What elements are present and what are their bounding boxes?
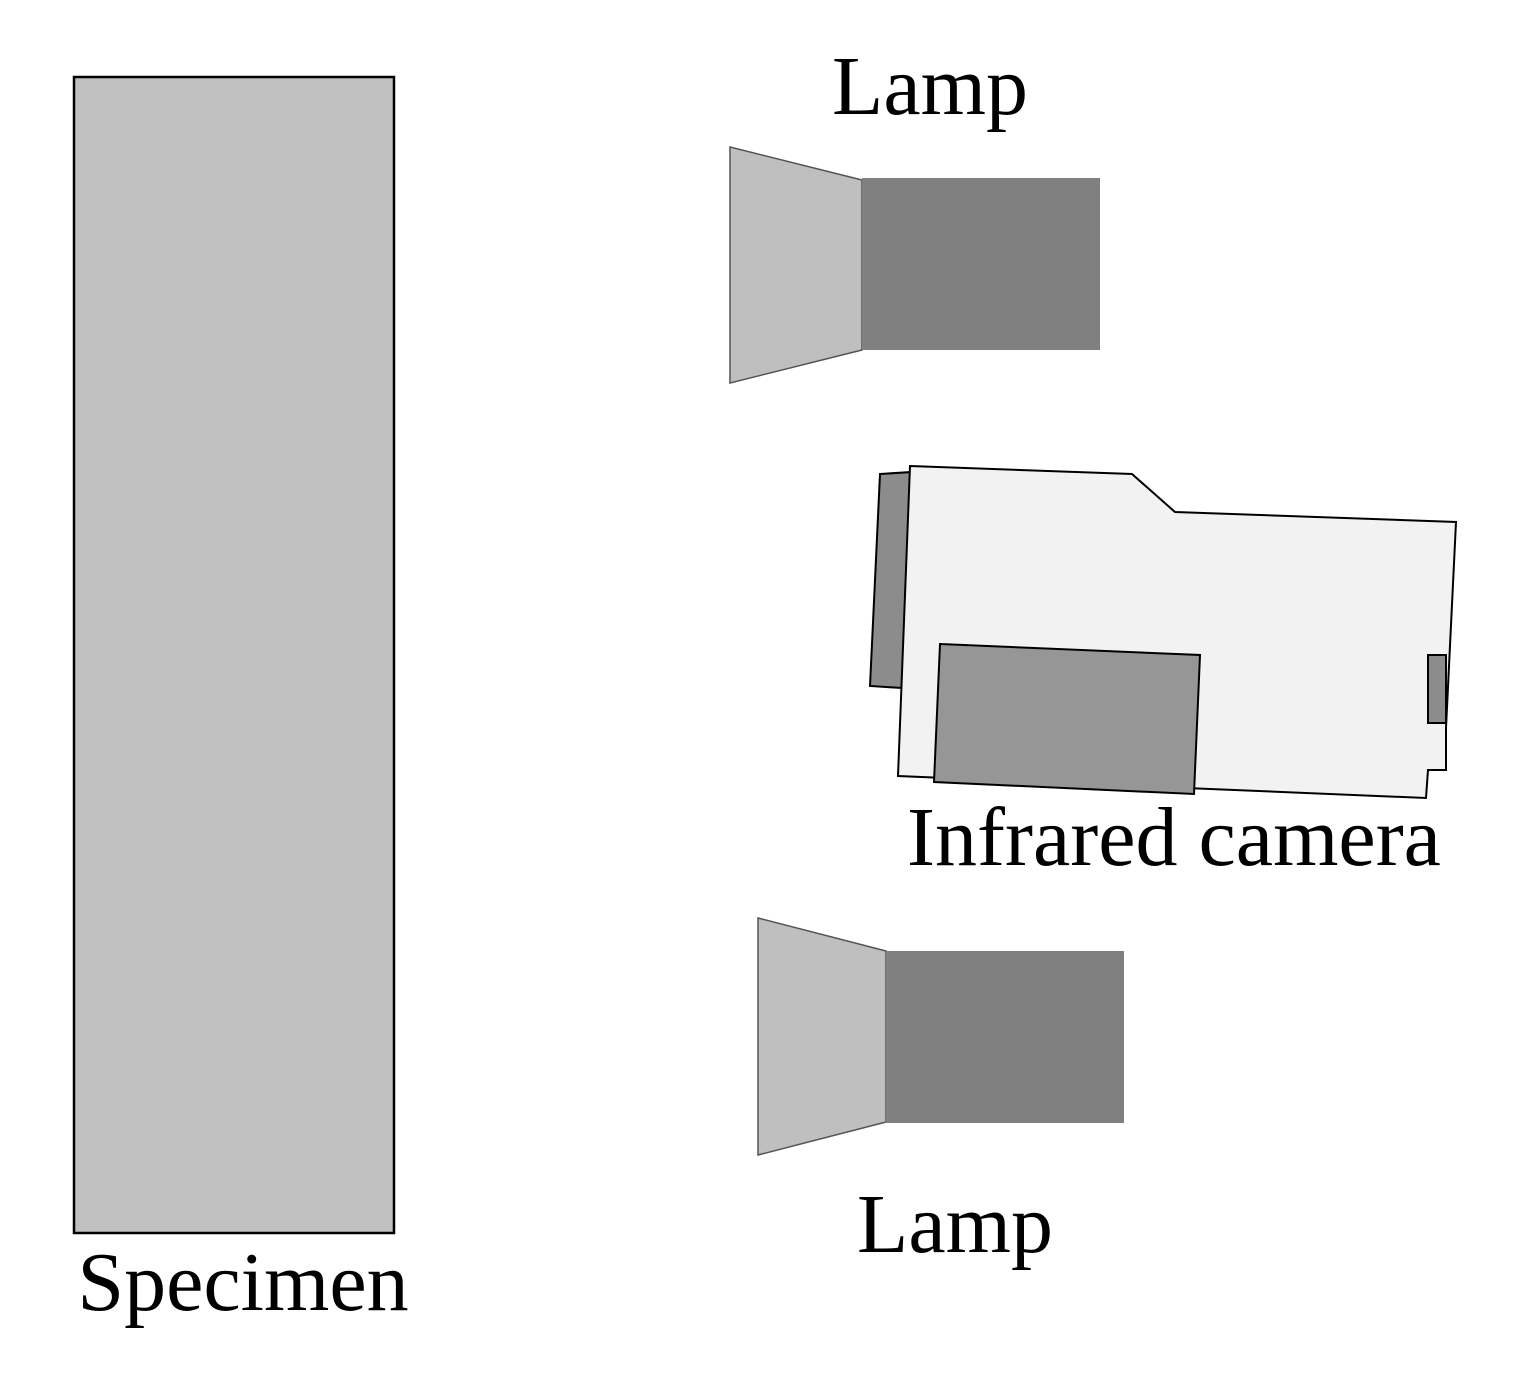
infrared-camera: Infrared camera [868,464,1458,884]
lamp-top-label: Lamp [832,40,1028,133]
lamp-bottom-reflector [757,917,887,1156]
lamp-top-reflector [729,146,863,384]
lamp-top-body [862,178,1100,350]
specimen-label: Specimen [77,1236,408,1329]
lamp-bottom-label: Lamp [857,1178,1053,1271]
camera-connector [1427,654,1447,724]
specimen: Specimen [72,75,409,1329]
lamp-bottom-body [886,951,1124,1123]
specimen-plate [72,75,396,1235]
lamp-top: Lamp [729,40,1100,384]
camera-side-panel [932,642,1202,796]
lamp-bottom: Lamp [757,917,1124,1271]
camera-label: Infrared camera [907,791,1441,884]
